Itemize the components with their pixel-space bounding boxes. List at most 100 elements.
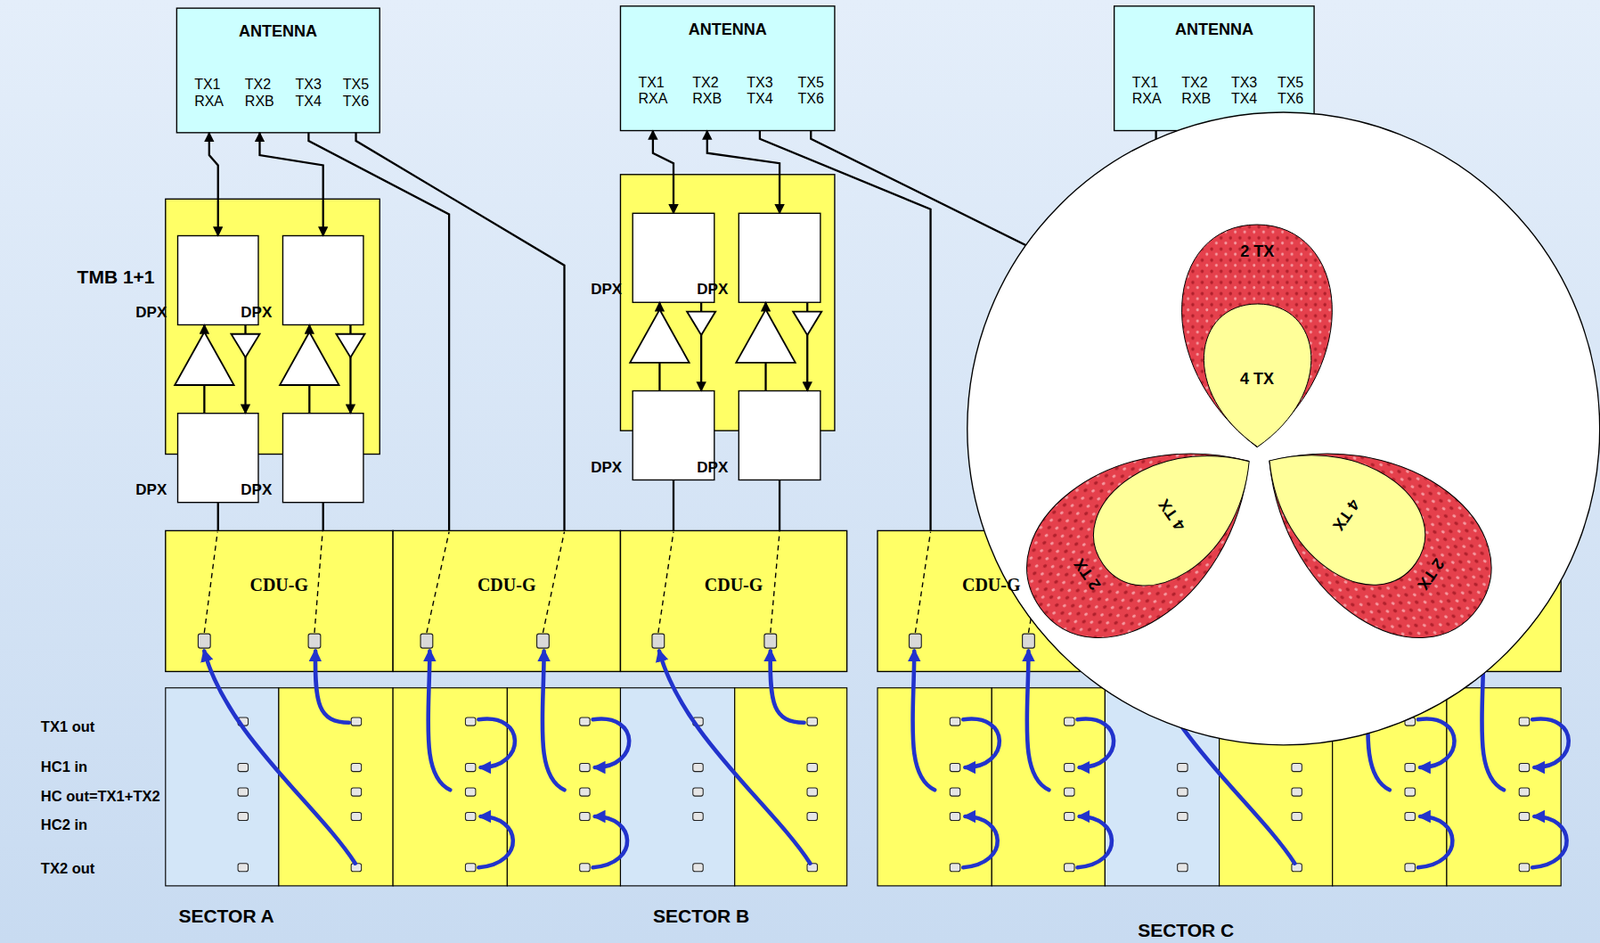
coverage-circle [967,112,1600,745]
jumper-cable [1418,718,1455,768]
coverage-petal: 4 TX2 TX [1162,224,1352,448]
port-connector [1177,811,1188,820]
antenna-box-outline [176,8,380,133]
port-connector [351,787,361,796]
port-connector [693,787,703,796]
sector-label: SECTOR B [653,905,750,927]
port-legend-label: TX1 out [40,718,96,735]
transceiver-unit [620,687,735,886]
cdu-g-box-outline [392,530,621,671]
connector-line [209,132,219,237]
port-connector [1177,863,1188,872]
power-amplifier [629,309,689,363]
port-connector [1064,863,1075,872]
petal-outline [1224,398,1523,671]
port-connector [579,717,590,726]
port-connector [1404,762,1415,771]
port-legend-label: HC2 in [40,816,88,833]
port-connector [807,811,817,820]
connector-line [672,479,675,531]
port-connector [949,762,960,771]
connector-line [259,132,323,237]
port-connector [237,863,248,872]
jumper-cable [770,651,805,723]
node-text: DPX [135,303,167,322]
jumper-cable [204,651,355,864]
node-text: ANTENNA [1175,20,1254,39]
port-connector [237,787,248,796]
port-label: TX2 RXB [1181,74,1211,108]
node-text: TMB 1+1 [77,266,156,288]
port-label: TX1 RXA [1132,74,1162,108]
jumper-cable [315,651,350,723]
port-connector [465,717,475,726]
port-connector [693,811,703,820]
transceiver-unit [278,687,393,886]
node-text: ANTENNA [238,22,318,41]
antenna-box: ANTENNATX1 RXATX2 RXBTX3 TX4TX5 TX6 [176,8,380,133]
port-connector [579,762,590,771]
power-amplifier [279,331,339,385]
jumper-cable [1532,816,1568,867]
cdu-port [537,633,550,648]
jumper-cable [659,651,810,864]
low-noise-amplifier [230,334,260,358]
port-connector [1064,762,1075,771]
port-connector [1291,787,1302,796]
port-row: TX1 RXATX2 RXBTX3 TX4TX5 TX6 [1114,74,1315,108]
duplexer-box: DPX [738,212,821,303]
duplexer-box: DPX [738,391,821,481]
jumper-cable [912,651,935,791]
duplexer-box-outline [738,212,821,303]
port-connector [1404,863,1415,872]
node-text: CDU-G [249,574,309,596]
port-connector [949,811,960,820]
port-connector [693,762,703,771]
internal-path [426,531,449,633]
port-connector [1518,762,1529,771]
antenna-heading: ANTENNA [1114,6,1315,40]
port-label: TX3 TX4 [746,74,773,108]
node-text: CDU-G [477,574,537,596]
cdu-port [909,633,923,648]
cdu-port [764,633,777,648]
node-text: CDU-G [962,574,1021,596]
antenna-heading: ANTENNA [176,8,380,41]
port-connector [351,811,361,820]
duplexer-box-outline [282,413,363,503]
jumper-cable [963,816,998,867]
cdu-g-box-outline [165,530,393,671]
connector-line [308,132,449,531]
jumper-cable [478,816,514,867]
internal-path [914,531,931,633]
jumper-cable [963,718,1000,768]
cdu-port [1022,633,1036,648]
jumper-cable [1418,816,1454,867]
node-text: DPX [135,481,167,499]
jumper-cable [1077,816,1112,867]
port-connector [1291,762,1302,771]
port-connector [351,762,361,771]
cdu-g-box: CDU-G [620,530,847,672]
node-text: DPX [590,280,622,299]
duplexer-box: DPX [282,413,363,503]
connector-line [759,130,931,531]
port-legend-label: HC out=TX1+TX2 [40,787,161,805]
port-connector [465,787,475,796]
port-connector [465,863,475,872]
node-text: CDU-G [704,574,764,596]
port-connector [579,811,590,820]
jumper-cable [1027,651,1050,791]
cdu-g-box-outline [620,530,847,671]
port-label: TX5 TX6 [342,76,369,110]
low-noise-amplifier [792,311,822,335]
port-connector [1064,787,1075,796]
jumper-cable [428,651,451,791]
port-connector [1177,787,1188,796]
low-noise-amplifier [335,334,365,358]
power-amplifier [174,331,234,385]
duplexer-box: DPX [282,236,363,326]
port-connector [693,863,703,872]
